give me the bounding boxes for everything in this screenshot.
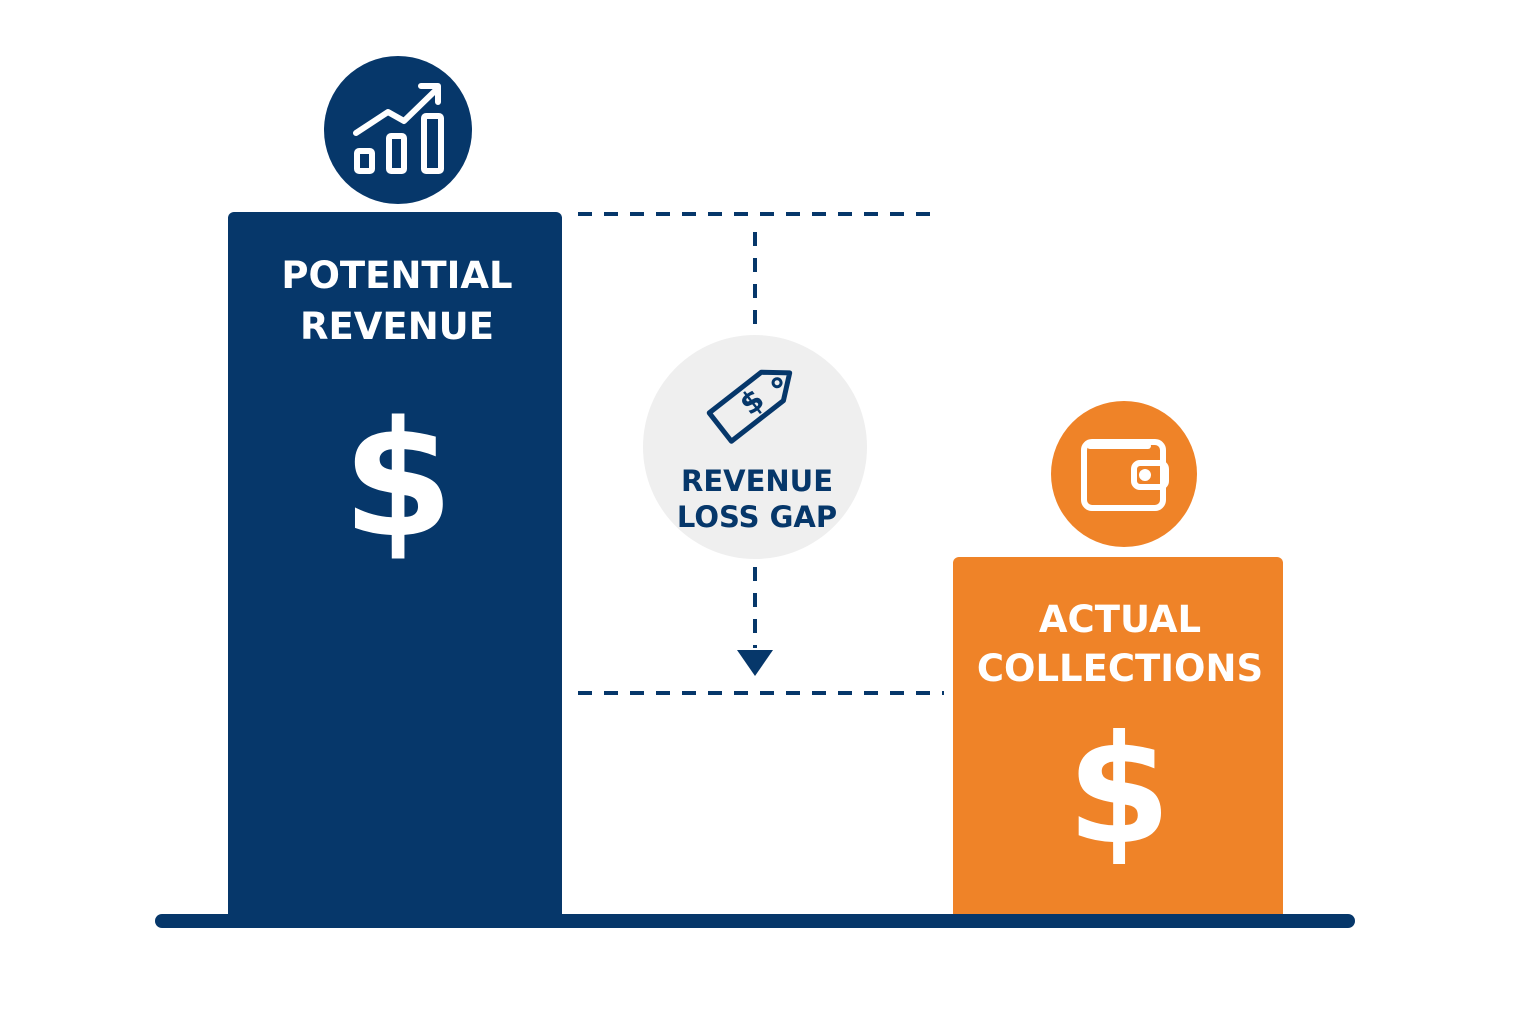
potential-revenue-bar-group: POTENTIAL REVENUE $ <box>228 212 562 924</box>
gap-arrow-head <box>737 650 773 676</box>
revenue-gap-circle <box>643 335 867 559</box>
gap-guides <box>578 212 944 695</box>
revenue-gap-label-line1: REVENUE <box>681 464 833 498</box>
actual-collections-label-line1: ACTUAL <box>1039 598 1201 641</box>
actual-collections-bar-group: ACTUAL COLLECTIONS $ <box>953 557 1283 924</box>
potential-revenue-dollar-symbol: $ <box>342 386 453 573</box>
actual-collections-label-line2: COLLECTIONS <box>977 647 1263 690</box>
potential-revenue-bar <box>228 212 562 924</box>
growth-chart-icon <box>324 56 472 204</box>
potential-revenue-label-line1: POTENTIAL <box>281 254 512 297</box>
potential-revenue-label-line2: REVENUE <box>300 305 494 348</box>
wallet-icon <box>1051 401 1197 547</box>
price-tag-icon <box>706 369 793 444</box>
baseline <box>155 914 1355 928</box>
actual-collections-bar <box>953 557 1283 924</box>
actual-collections-dollar-symbol: $ <box>1067 704 1171 878</box>
revenue-gap-badge: $ REVENUE LOSS GAP <box>643 335 867 559</box>
growth-chart-icon-circle <box>324 56 472 204</box>
wallet-icon-circle <box>1051 401 1197 547</box>
revenue-gap-label-line2: LOSS GAP <box>677 500 837 534</box>
